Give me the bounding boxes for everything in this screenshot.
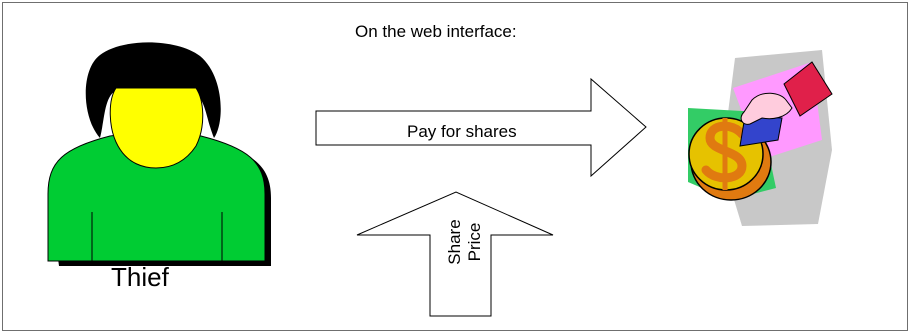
money-hand-icon bbox=[688, 50, 833, 226]
diagram-heading: On the web interface: bbox=[355, 22, 517, 41]
diagram-frame bbox=[2, 2, 908, 331]
person-face bbox=[109, 87, 204, 169]
person-icon bbox=[47, 42, 271, 266]
share-price-label-line2: Price bbox=[465, 222, 484, 262]
person-hair bbox=[85, 42, 221, 138]
pay-arrow-label: Pay for shares bbox=[407, 122, 517, 141]
actor-label: Thief bbox=[111, 262, 169, 292]
share-price-label-line1: Share bbox=[445, 219, 464, 265]
hand bbox=[740, 92, 793, 125]
share-price-label-text: Share Price bbox=[445, 200, 485, 284]
share-price-arrow bbox=[356, 191, 554, 317]
sleeve bbox=[783, 61, 833, 117]
pay-arrow bbox=[315, 77, 647, 178]
